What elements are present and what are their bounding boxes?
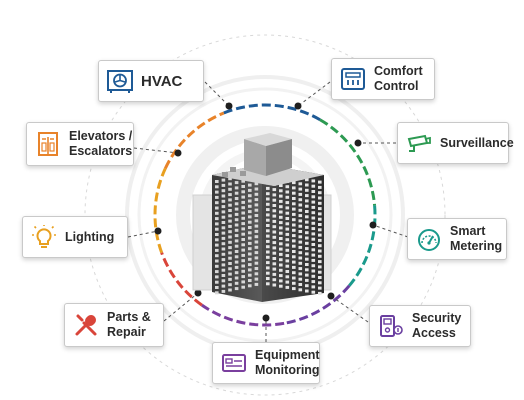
keycard-lock-icon bbox=[378, 313, 404, 339]
node-label: Equipment Monitoring bbox=[255, 348, 320, 377]
light-bulb-icon bbox=[31, 224, 57, 250]
connector-dots bbox=[154, 102, 377, 322]
wrench-screwdriver-icon bbox=[73, 312, 99, 338]
node-comfort-control[interactable]: Comfort Control bbox=[331, 58, 435, 100]
node-surveillance[interactable]: Surveillance bbox=[397, 122, 514, 164]
node-label: Surveillance bbox=[440, 135, 514, 150]
thermostat-icon bbox=[340, 66, 366, 92]
node-label: HVAC bbox=[141, 72, 183, 90]
node-label: Parts & Repair bbox=[107, 310, 151, 339]
node-smart-metering[interactable]: Smart Metering bbox=[407, 218, 507, 260]
node-security-access[interactable]: Security Access bbox=[369, 305, 471, 347]
node-hvac[interactable]: HVAC bbox=[98, 60, 204, 102]
gauge-meter-icon bbox=[416, 226, 442, 252]
node-label: Lighting bbox=[65, 229, 115, 244]
node-label: Elevators / Escalators bbox=[69, 129, 133, 158]
node-label: Comfort Control bbox=[374, 64, 423, 93]
hvac-unit-icon bbox=[107, 68, 133, 94]
colored-dashed-ring bbox=[153, 103, 377, 327]
elevator-icon bbox=[35, 131, 61, 157]
skyscraper-illustration bbox=[192, 133, 332, 302]
node-label: Smart Metering bbox=[450, 224, 503, 253]
node-equipment-monitoring[interactable]: Equipment Monitoring bbox=[212, 342, 320, 384]
node-parts-repair[interactable]: Parts & Repair bbox=[64, 303, 164, 347]
node-label: Security Access bbox=[412, 311, 462, 340]
security-camera-icon bbox=[406, 130, 432, 156]
monitor-panel-icon bbox=[221, 350, 247, 376]
connector-lines bbox=[127, 81, 409, 342]
node-elevators-escalators[interactable]: Elevators / Escalators bbox=[26, 122, 134, 166]
node-lighting[interactable]: Lighting bbox=[22, 216, 128, 258]
